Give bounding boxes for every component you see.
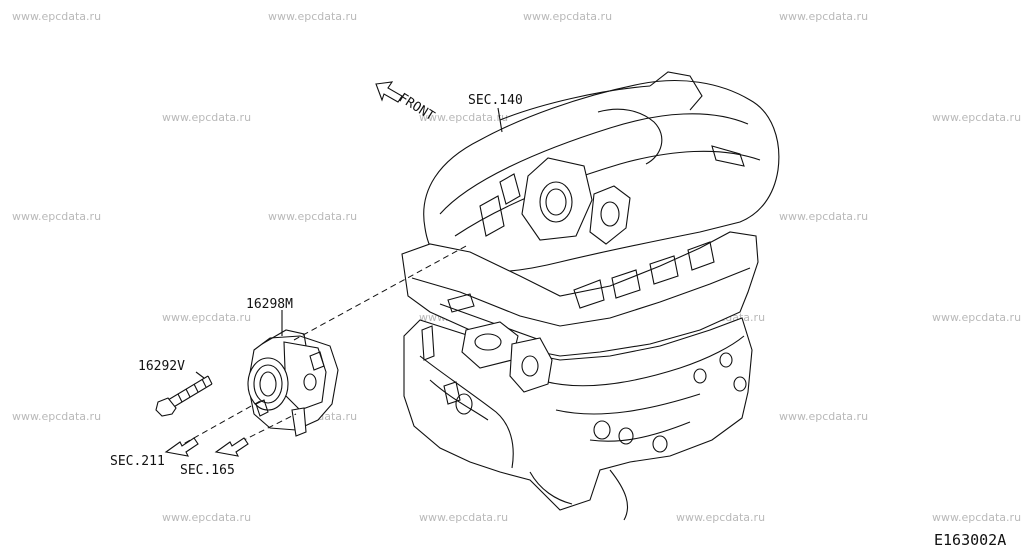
sec-211-label: SEC.211: [110, 454, 165, 469]
watermark-text: www.epcdata.ru: [268, 210, 357, 223]
watermark-text: www.epcdata.ru: [12, 410, 101, 423]
watermark-text: www.epcdata.ru: [12, 10, 101, 23]
engine-assembly: [401, 71, 780, 521]
throttle-body: [247, 329, 339, 437]
sec-140-label: SEC.140: [468, 93, 523, 108]
front-arrow-icon: [375, 81, 403, 103]
sec-arrow-icon: [214, 437, 249, 457]
watermark-text: www.epcdata.ru: [419, 511, 508, 524]
watermark-text: www.epcdata.ru: [12, 210, 101, 223]
watermark-text: www.epcdata.ru: [779, 410, 868, 423]
part-16298m-label: 16298M: [246, 297, 293, 312]
watermark-text: www.epcdata.ru: [162, 511, 251, 524]
mount-guide-line: [293, 245, 467, 341]
watermark-text: www.epcdata.ru: [162, 111, 251, 124]
front-label: FRONT: [396, 91, 437, 125]
watermark-text: www.epcdata.ru: [779, 10, 868, 23]
watermark-text: www.epcdata.ru: [932, 311, 1021, 324]
cylinder-block: [403, 317, 753, 511]
sec-arrow-icon: [164, 437, 199, 457]
watermark-text: www.epcdata.ru: [419, 111, 508, 124]
watermark-text: www.epcdata.ru: [676, 511, 765, 524]
diagram-code: E163002A: [934, 531, 1006, 549]
bolt-16292v: [155, 375, 213, 417]
watermark-text: www.epcdata.ru: [932, 111, 1021, 124]
part-16292v-label: 16292V: [138, 359, 185, 374]
watermark-text: www.epcdata.ru: [268, 10, 357, 23]
watermark-text: www.epcdata.ru: [932, 511, 1021, 524]
watermark-text: www.epcdata.ru: [779, 210, 868, 223]
manifold-flange: [521, 157, 593, 241]
watermark-text: www.epcdata.ru: [162, 311, 251, 324]
watermark-text: www.epcdata.ru: [523, 10, 612, 23]
sec-165-label: SEC.165: [180, 463, 235, 478]
